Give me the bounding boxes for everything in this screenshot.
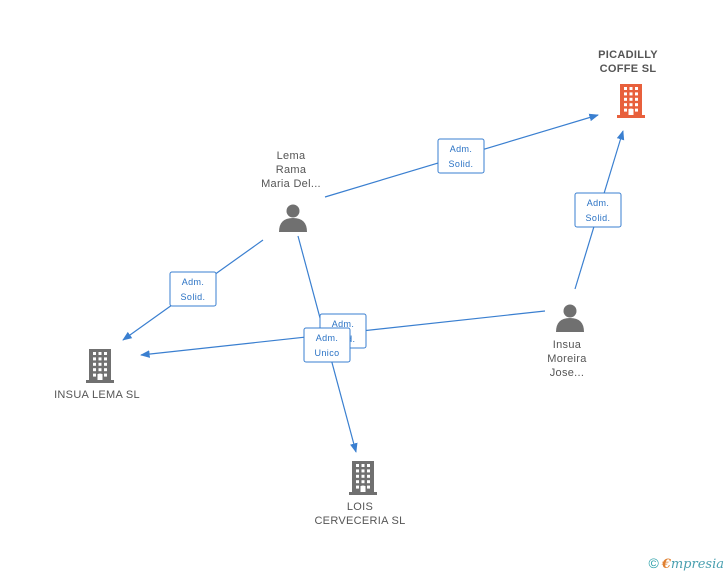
edge-label-box [437, 138, 485, 174]
building-icon [349, 461, 377, 495]
person-icon [556, 304, 584, 332]
node-label: LOIS [347, 501, 373, 513]
building-icon [617, 84, 645, 118]
node-label: Lema [277, 150, 306, 162]
node-label: Rama [276, 164, 307, 176]
edge-label-text: Adm. [182, 277, 205, 287]
node-lois[interactable]: LOIS CERVECERIA SL [314, 461, 405, 527]
brand-name: mpresia [670, 557, 724, 572]
node-picadilly[interactable]: PICADILLY COFFE SL [598, 49, 658, 118]
edge-label-box [303, 327, 351, 363]
node-label: Moreira [547, 353, 587, 365]
edge-label-text: Adm. [332, 319, 355, 329]
edge-label: Adm. Solid. [437, 138, 485, 174]
edge-label-text: Adm. [316, 333, 339, 343]
edge-label-box [574, 192, 622, 228]
edge-label-text: Solid. [181, 292, 206, 302]
node-label: Insua [553, 339, 582, 351]
edge-label-text: Solid. [449, 159, 474, 169]
node-label: PICADILLY [598, 49, 658, 61]
node-insua_person[interactable]: InsuaMoreiraJose... [547, 304, 587, 380]
node-label: Maria Del... [261, 178, 321, 190]
brand-logo-initial: € [661, 557, 671, 572]
node-label: CERVECERIA SL [314, 515, 405, 527]
edge-label-text: Adm. [587, 198, 610, 208]
copyright-icon: © [648, 555, 659, 571]
edge-label: Adm. Solid. [169, 271, 217, 307]
node-label: Jose... [550, 367, 585, 379]
node-label: INSUA LEMA SL [54, 389, 140, 401]
edge-label-text: Adm. [450, 144, 473, 154]
edge-label: Adm. Solid. [574, 192, 622, 228]
edge-labels-layer: Adm.Solid.Adm.Solid.Adm.Solid.Adm.Solid.… [169, 138, 622, 363]
person-icon [279, 204, 307, 232]
node-label: COFFE SL [600, 63, 657, 75]
edge-label: Adm. Unico [303, 327, 351, 363]
node-insua_lema[interactable]: INSUA LEMA SL [54, 349, 140, 401]
edge-label-text: Solid. [586, 213, 611, 223]
edge-label-box [169, 271, 217, 307]
building-icon [86, 349, 114, 383]
footer-brand: ©€mpresia [648, 555, 724, 572]
edge-label-text: Unico [314, 348, 339, 358]
